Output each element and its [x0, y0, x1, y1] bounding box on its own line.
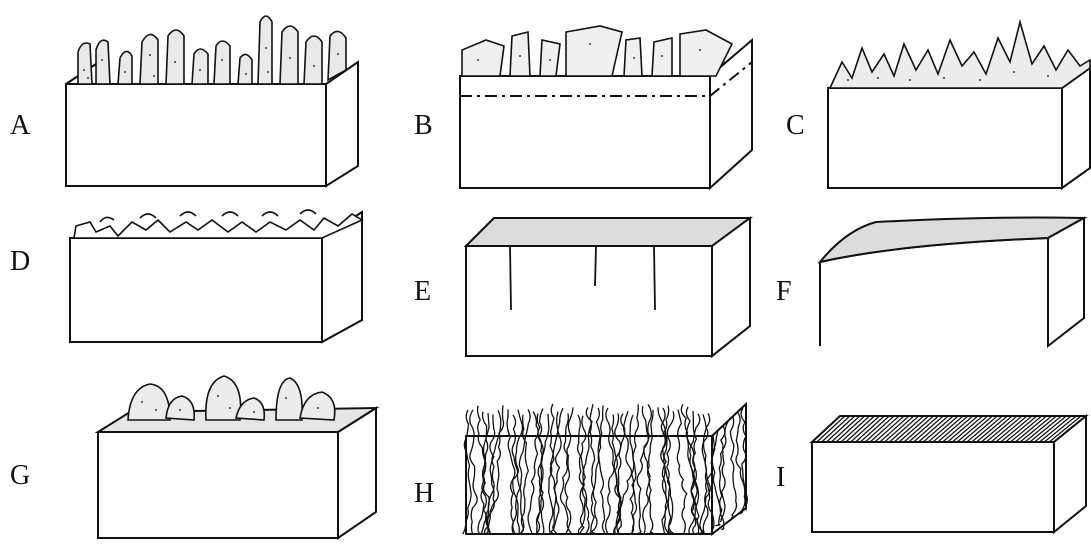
panel-f-block — [820, 218, 1084, 347]
panel-b-columns — [462, 26, 732, 76]
panel-c-peaks — [830, 22, 1090, 88]
panel-g-domes — [128, 376, 335, 420]
panel-label-f: F — [776, 278, 792, 306]
panel-label-d: D — [10, 248, 30, 276]
panel-label-e: E — [414, 278, 431, 306]
panel-label-b: B — [414, 112, 433, 140]
panel-label-h: H — [414, 480, 434, 508]
panel-d-blocks — [74, 210, 362, 238]
panel-label-a: A — [10, 112, 30, 140]
panel-label-c: C — [786, 112, 805, 140]
panel-h-block — [466, 404, 746, 534]
panel-a-columns — [78, 16, 346, 84]
panel-e-block — [466, 218, 750, 356]
panel-label-i: I — [776, 464, 785, 492]
panel-g-block — [98, 408, 376, 538]
panel-label-g: G — [10, 462, 30, 490]
